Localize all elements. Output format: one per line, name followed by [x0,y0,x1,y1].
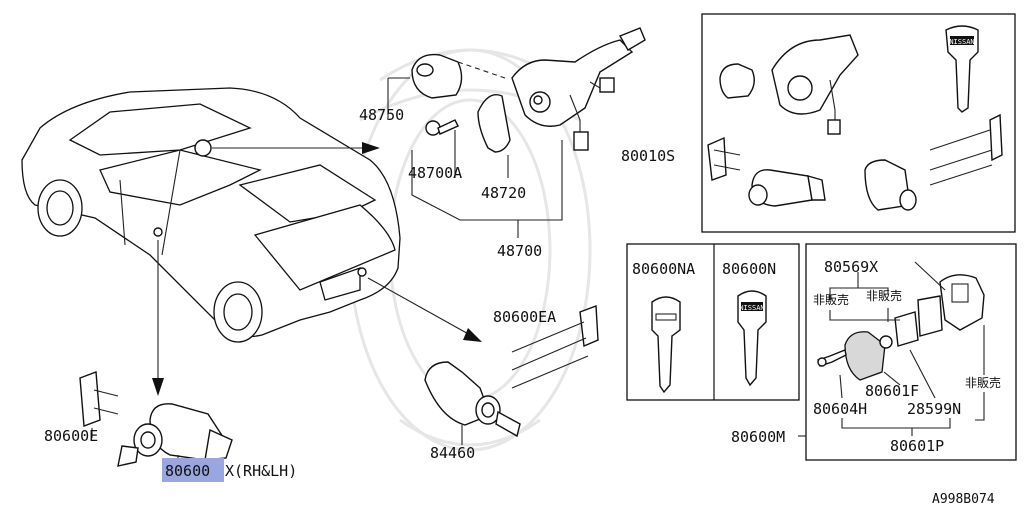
diagram-code: A998B074 [932,492,995,507]
trunk-lock-group [424,305,599,445]
label-80601p: 80601P [890,437,944,455]
label-48700a: 48700A [408,164,462,182]
label-80600n: 80600N [722,260,776,278]
label-80604h: 80604H [813,400,867,418]
car-illustration [21,87,401,343]
set-80600m-box [798,243,1017,461]
label-80600na: 80600NA [632,260,695,278]
label-48720: 48720 [481,184,526,202]
callout-arrows [152,142,482,396]
label-not-sold-3: 非販売 [965,375,1001,390]
ignition-lock-group [387,27,646,238]
label-80601f: 80601F [865,382,919,400]
label-80569x: 80569X [824,258,878,276]
label-80600x-suffix: X(RH&LH) [225,462,297,480]
label-80600m: 80600M [731,428,785,446]
label-84460: 84460 [430,444,475,462]
label-not-sold-2: 非販売 [866,288,902,303]
part-highlight [162,458,224,482]
keys-box: NISSAN [626,243,800,401]
label-80600ea: 80600EA [493,308,556,326]
key-brand-text: NISSAN [949,38,974,46]
door-lock-group [79,371,233,468]
label-48750: 48750 [359,106,404,124]
label-80010s: 80010S [621,147,675,165]
part-labels: 48750 48700A 48720 48700 80010S 80600NA … [44,106,1001,507]
label-80600e: 80600E [44,427,98,445]
label-28599n: 28599N [907,400,961,418]
label-48700: 48700 [497,242,542,260]
label-80600x-number: 80600 [165,462,210,480]
set-80010s-box: NISSAN [701,13,1016,233]
key-brand-text-2: NISSAN [739,304,764,312]
label-not-sold-1: 非販売 [813,292,849,307]
